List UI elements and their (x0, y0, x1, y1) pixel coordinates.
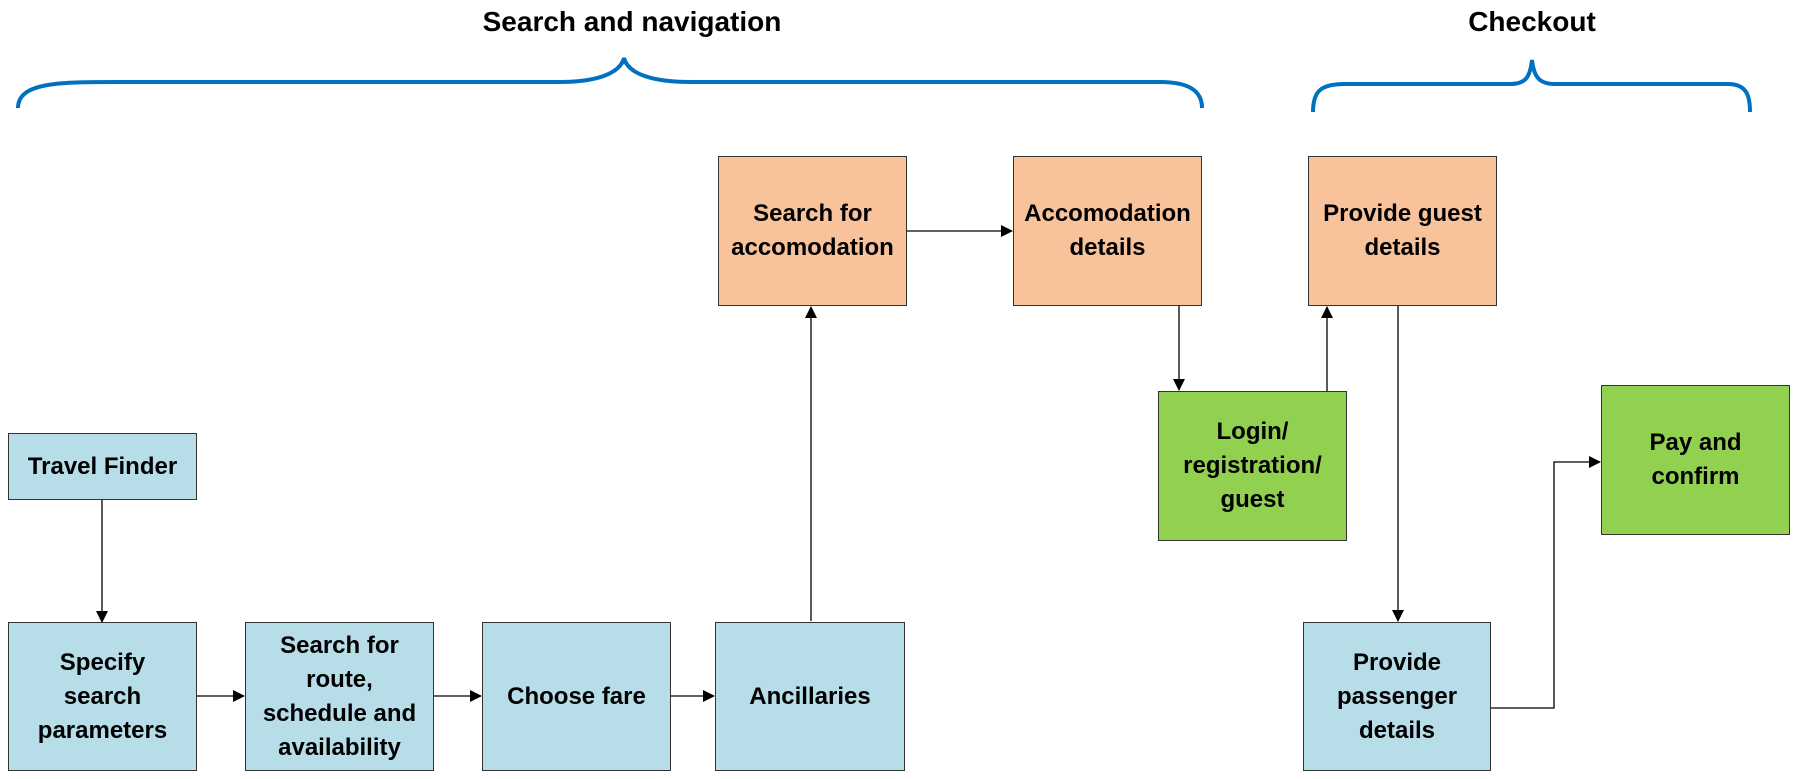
group-label-checkout: Checkout (1468, 6, 1596, 37)
ancillaries-box: Ancillaries (715, 622, 905, 771)
travel-finder-box: Travel Finder (8, 433, 197, 500)
choose-fare-box: Choose fare (482, 622, 671, 771)
search-accommodation-label: Search for accomodation (731, 200, 894, 261)
passenger-details-box: Provide passenger details (1303, 622, 1491, 771)
pay-confirm-box: Pay and confirm (1601, 385, 1790, 535)
login-label: Login/ registration/ guest (1183, 418, 1322, 513)
search-navigation-brace (16, 57, 1204, 109)
group-label-search-navigation: Search and navigation (482, 6, 782, 37)
checkout-brace (1311, 59, 1752, 113)
guest-details-box: Provide guest details (1308, 156, 1497, 306)
search-route-label: Search for route, schedule and availabil… (262, 631, 417, 761)
specify-search-box: Specify search parameters (8, 622, 197, 771)
accommodation-details-label: Accomodation details (1024, 200, 1191, 261)
guest-details-label: Provide guest details (1323, 200, 1482, 261)
travel-finder-label: Travel Finder (27, 452, 178, 480)
accommodation-details-box: Accomodation details (1013, 156, 1202, 306)
passenger-details-label: Provide passenger details (1336, 648, 1458, 744)
choose-fare-label: Choose fare (507, 682, 646, 710)
login-box: Login/ registration/ guest (1158, 391, 1347, 541)
ancillaries-label: Ancillaries (749, 682, 871, 710)
connector-passenger-to-pay (1491, 456, 1601, 709)
specify-search-label: Specify search parameters (37, 648, 168, 744)
pay-confirm-label: Pay and confirm (1649, 429, 1742, 490)
search-route-box: Search for route, schedule and availabil… (245, 622, 434, 771)
search-accommodation-box: Search for accomodation (718, 156, 907, 306)
